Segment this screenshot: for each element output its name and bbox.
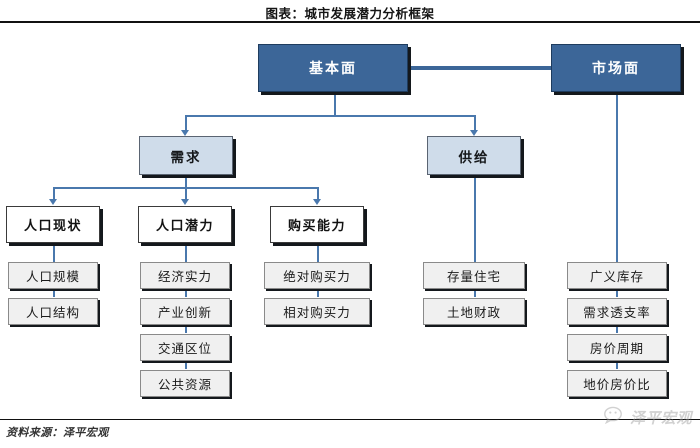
leaf-label: 存量住宅 (446, 270, 501, 284)
node-fundamental-label: 基本面 (309, 62, 357, 77)
arrow-to-pop-potential (181, 199, 189, 205)
node-demand-label: 需求 (170, 149, 202, 165)
arrow-to-pop-status (49, 199, 57, 205)
header-divider (0, 21, 700, 23)
leaf-population-structure[interactable]: 人口结构 (8, 298, 98, 325)
connector-market-stem (616, 92, 618, 262)
arrow-to-supply (470, 130, 478, 136)
connector-demand-stem (185, 175, 187, 188)
connector-pop-status-chain-1 (53, 243, 55, 262)
connector-supply-chain-1 (474, 289, 476, 297)
connector-to-purchase-power (317, 187, 319, 200)
leaf-industrial-innovation[interactable]: 产业创新 (140, 298, 230, 325)
leaf-housing-stock[interactable]: 存量住宅 (423, 262, 525, 289)
leaf-demand-overdraft-rate[interactable]: 需求透支率 (567, 298, 667, 325)
node-purchase-power-label: 购买能力 (287, 218, 346, 233)
leaf-land-to-house-price-ratio[interactable]: 地价房价比 (567, 370, 667, 397)
connector-pop-potential-chain-3 (185, 325, 187, 333)
connector-pop-status-chain-2 (53, 289, 55, 297)
arrow-to-demand (181, 130, 189, 136)
leaf-label: 土地财政 (446, 306, 501, 320)
connector-purchase-power-chain-1 (317, 243, 319, 262)
connector-fundamental-market (400, 66, 560, 70)
connector-pop-potential-chain-4 (185, 361, 187, 369)
node-purchase-power[interactable]: 购买能力 (270, 206, 364, 243)
node-population-potential-label: 人口潜力 (155, 218, 214, 233)
connector-pop-potential-chain-1 (185, 243, 187, 262)
connector-to-supply (474, 115, 476, 132)
watermark-text: 泽平宏观 (629, 411, 692, 427)
connector-purchase-power-chain-2 (317, 289, 319, 297)
leaf-label: 人口规模 (25, 270, 80, 284)
leaf-economic-strength[interactable]: 经济实力 (140, 262, 230, 289)
footer-divider (0, 419, 700, 420)
connector-to-pop-status (53, 187, 55, 200)
node-population-status[interactable]: 人口现状 (6, 206, 100, 243)
leaf-label: 相对购买力 (283, 306, 351, 320)
node-market[interactable]: 市场面 (551, 44, 681, 92)
connector-to-pop-potential (185, 187, 187, 200)
leaf-label: 地价房价比 (583, 378, 651, 392)
node-market-label: 市场面 (592, 62, 640, 77)
leaf-label: 房价周期 (589, 342, 644, 356)
connector-fundamental-stem (334, 92, 336, 116)
leaf-housing-price-cycle[interactable]: 房价周期 (567, 334, 667, 361)
node-fundamental[interactable]: 基本面 (258, 44, 408, 92)
leaf-transport-location[interactable]: 交通区位 (140, 334, 230, 361)
leaf-absolute-purchasing-power[interactable]: 绝对购买力 (264, 262, 370, 289)
node-population-potential[interactable]: 人口潜力 (138, 206, 232, 243)
leaf-land-finance[interactable]: 土地财政 (423, 298, 525, 325)
node-demand[interactable]: 需求 (139, 136, 233, 175)
leaf-label: 经济实力 (157, 270, 212, 284)
node-population-status-label: 人口现状 (23, 218, 82, 233)
leaf-label: 交通区位 (157, 342, 212, 356)
leaf-label: 广义库存 (589, 270, 644, 284)
connector-pop-potential-chain-2 (185, 289, 187, 297)
leaf-label: 公共资源 (157, 378, 212, 392)
connector-market-chain-1 (616, 289, 618, 297)
connector-market-chain-3 (616, 361, 618, 369)
leaf-relative-purchasing-power[interactable]: 相对购买力 (264, 298, 370, 325)
watermark: 泽平宏观 (604, 406, 692, 429)
leaf-label: 产业创新 (157, 306, 212, 320)
arrow-to-purchase-power (313, 199, 321, 205)
wechat-bubble-icon (604, 406, 626, 429)
leaf-population-scale[interactable]: 人口规模 (8, 262, 98, 289)
connector-supply-stem (474, 175, 476, 262)
leaf-public-resources[interactable]: 公共资源 (140, 370, 230, 397)
leaf-label: 人口结构 (25, 306, 80, 320)
connector-to-demand (185, 115, 187, 132)
leaf-broad-inventory[interactable]: 广义库存 (567, 262, 667, 289)
node-supply[interactable]: 供给 (427, 136, 521, 175)
connector-fundamental-bus (185, 115, 475, 117)
page-title: 图表：城市发展潜力分析框架 (265, 7, 435, 21)
connector-market-chain-2 (616, 325, 618, 333)
leaf-label: 需求透支率 (583, 306, 651, 320)
node-supply-label: 供给 (458, 149, 490, 165)
source-note: 资料来源：泽平宏观 (6, 427, 109, 439)
leaf-label: 绝对购买力 (283, 270, 351, 284)
